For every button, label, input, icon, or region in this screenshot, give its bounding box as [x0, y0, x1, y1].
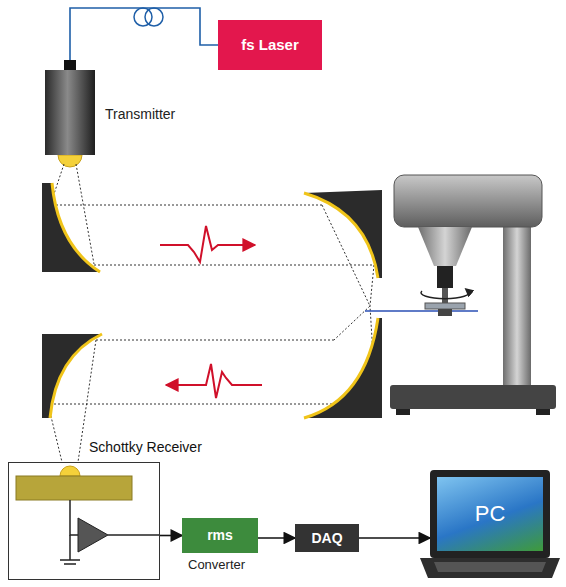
amplifier [78, 518, 108, 552]
node-label: Schottky Receiver [89, 439, 202, 455]
parabolic-mirror [304, 318, 382, 418]
transmitter-body: Transmitter [45, 70, 95, 155]
thz-pulse [166, 364, 262, 398]
fiber-coil [134, 8, 152, 26]
beam-ray [94, 265, 374, 266]
spindle [437, 266, 453, 288]
thz-pulse [160, 226, 255, 262]
emitter-lens [58, 155, 82, 167]
mirror-surface [52, 183, 100, 272]
stand-base [390, 385, 556, 409]
rotation-arrow [421, 291, 469, 299]
node-caption: Converter [188, 558, 245, 573]
parabolic-mirror [42, 334, 102, 418]
receiver-lens [60, 466, 80, 476]
laptop-screen: PC [430, 470, 550, 558]
node-label: rms [207, 527, 233, 543]
beam-ray [96, 340, 334, 341]
daq-box: DAQ [295, 524, 359, 552]
fiber-coil [145, 8, 163, 26]
stand-foot [536, 409, 550, 415]
ground-symbol [60, 535, 80, 564]
spindle-cone [418, 227, 472, 266]
stand-head [394, 175, 542, 227]
beam-ray [76, 164, 94, 264]
mirror-surface [304, 318, 378, 418]
parabolic-mirror [304, 190, 382, 278]
node-label: fs Laser [241, 36, 299, 53]
schottky-diode [16, 476, 132, 500]
receiver-box: Schottky Receiver [8, 462, 160, 580]
signal-arrow [160, 535, 182, 537]
node-label: Transmitter [105, 106, 175, 122]
parabolic-mirror [42, 183, 100, 272]
node-label: DAQ [311, 530, 342, 546]
wire [70, 500, 78, 535]
signal-arrow [258, 537, 295, 539]
mirror-surface [50, 334, 102, 418]
stand-pillar [503, 222, 531, 386]
beam-ray [48, 404, 376, 405]
wire [108, 534, 160, 536]
node-label: PC [475, 501, 506, 526]
signal-arrow [359, 537, 430, 539]
laptop-keyboard [434, 562, 546, 572]
laptop-base [420, 558, 560, 578]
mirror-surface [304, 193, 378, 278]
optical-fiber [70, 8, 218, 60]
sample-plane [365, 310, 478, 312]
converter-box: rmsConverter [182, 518, 258, 553]
sample-disc [425, 303, 465, 309]
stand-foot [396, 409, 410, 415]
sample-holder [438, 309, 452, 316]
laser-box: fs Laser [218, 20, 322, 70]
beam-ray [52, 205, 322, 206]
